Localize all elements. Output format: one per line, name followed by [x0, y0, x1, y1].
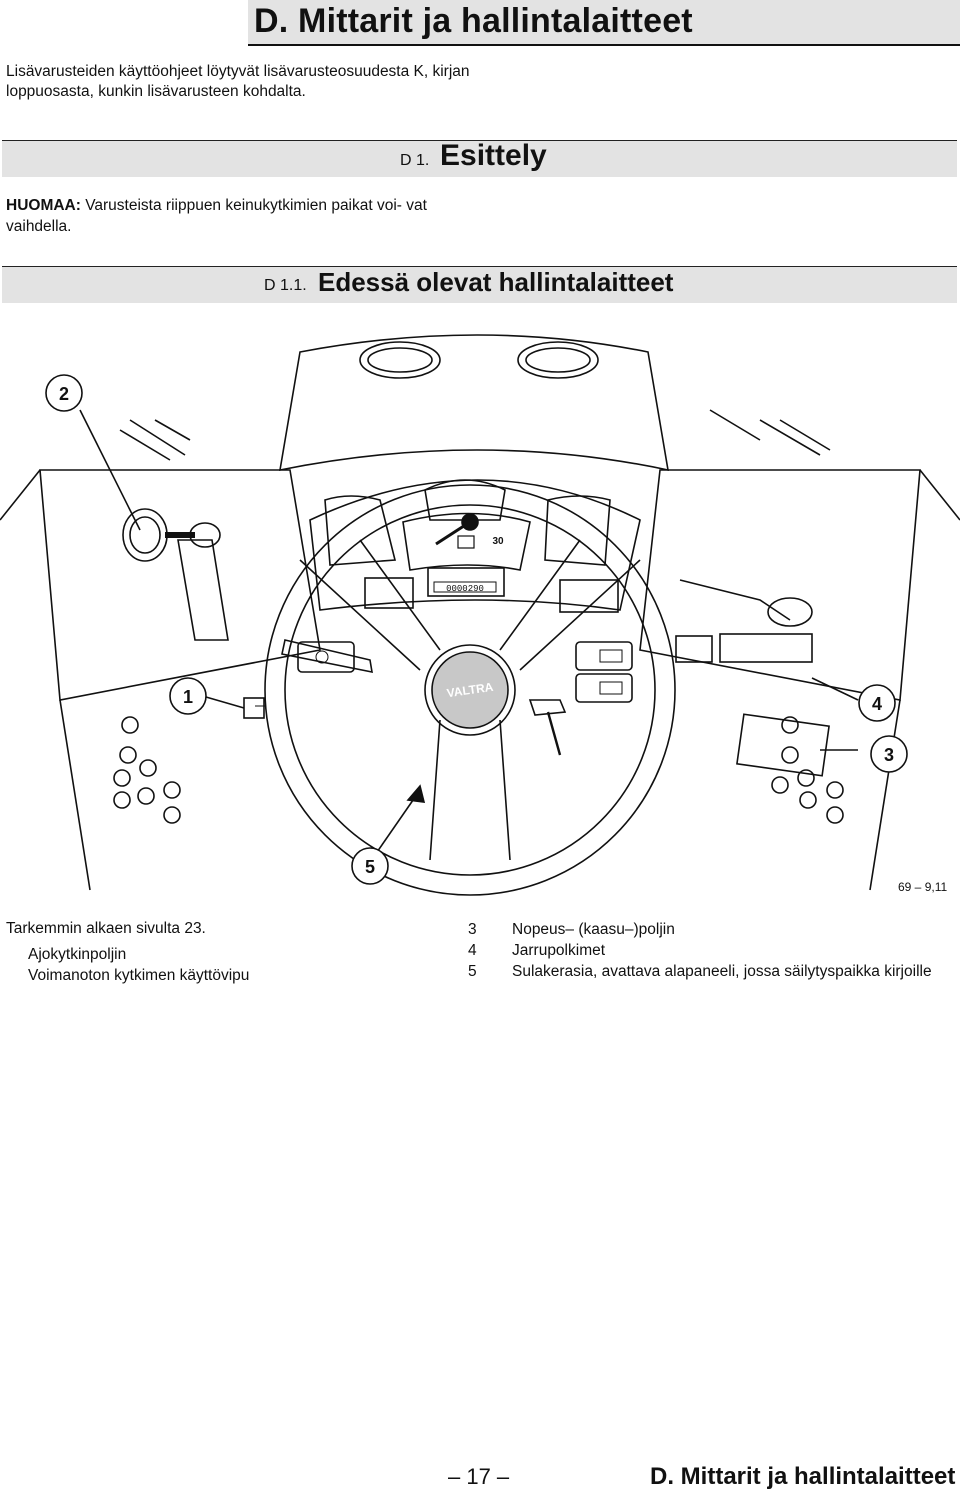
gauge-label: 30 [492, 536, 504, 547]
legend-item: 1Ajokytkinpoljin [6, 944, 476, 965]
figure-code: 69 – 9,11 [898, 880, 948, 894]
callout-1 [169, 677, 207, 715]
legend-number: 5 [468, 963, 477, 980]
legend-text: Sulakerasia, avattava alapaneeli, jossa … [512, 963, 932, 980]
callout-3 [870, 735, 908, 773]
valtra-logo: VALTRA [446, 680, 495, 700]
callout-label-3: 3 [884, 745, 894, 765]
intro-text: Lisävarusteiden käyttöohjeet löytyvät li… [6, 63, 470, 100]
subsection-bar [2, 266, 957, 303]
legend-item: 4 Jarrupolkimet [468, 940, 955, 961]
page-number: – 17 – [448, 1464, 510, 1489]
legend-item: 5 Sulakerasia, avattava alapaneeli, jossa… [468, 961, 955, 982]
section-bar [2, 140, 957, 177]
legend-text: Ajokytkinpoljin [28, 946, 127, 963]
legend-number: 3 [468, 921, 477, 938]
legend-right: 3 Nopeus– (kaasu–)poljin 4 Jarrupolkimet 5… [468, 919, 955, 982]
chapter-title: D. Mittarit ja hallintalaitteet [254, 2, 693, 40]
chapter-header: D. Mittarit ja hallintalaitteet [248, 0, 960, 46]
dashboard-figure: 2 1 4 3 5 VALTRA 30 0000290 [0, 334, 960, 896]
legend-text: Jarrupolkimet [512, 942, 606, 959]
callout-4 [858, 684, 896, 722]
callout-label-1: 1 [183, 687, 193, 707]
odometer-readout: 0000290 [446, 584, 484, 594]
footer-chapter-title: D. Mittarit ja hallintalaitteet [650, 1463, 956, 1490]
note-label: HUOMAA: [6, 197, 81, 214]
subsection-number: D 1.1. [264, 277, 307, 294]
legend-item: 2Voimanoton kytkimen käyttövipu [6, 965, 476, 986]
legend-number: 1 [6, 944, 28, 965]
subsection-title: Edessä olevat hallintalaitteet [318, 267, 674, 297]
legend-text: Voimanoton kytkimen käyttövipu [28, 967, 250, 984]
note-text: Varusteista riippuen keinukytkimien paik… [6, 197, 427, 235]
legend-number: 2 [6, 965, 28, 986]
reference-text: Tarkemmin alkaen sivulta 23. [6, 920, 206, 937]
legend-text: Nopeus– (kaasu–)poljin [512, 921, 675, 938]
legend-item: 3 Nopeus– (kaasu–)poljin [468, 919, 955, 940]
note: HUOMAA: Varusteista riippuen keinukytkim… [6, 195, 466, 237]
section-title: Esittely [440, 139, 547, 172]
section-number: D 1. [400, 152, 430, 169]
callout-5 [351, 847, 389, 885]
legend-left: 1Ajokytkinpoljin 2Voimanoton kytkimen kä… [6, 944, 476, 986]
callout-label-2: 2 [59, 384, 69, 404]
legend-number: 4 [468, 942, 477, 959]
callout-label-4: 4 [872, 694, 882, 714]
callout-2 [45, 374, 83, 412]
callout-label-5: 5 [365, 857, 375, 877]
